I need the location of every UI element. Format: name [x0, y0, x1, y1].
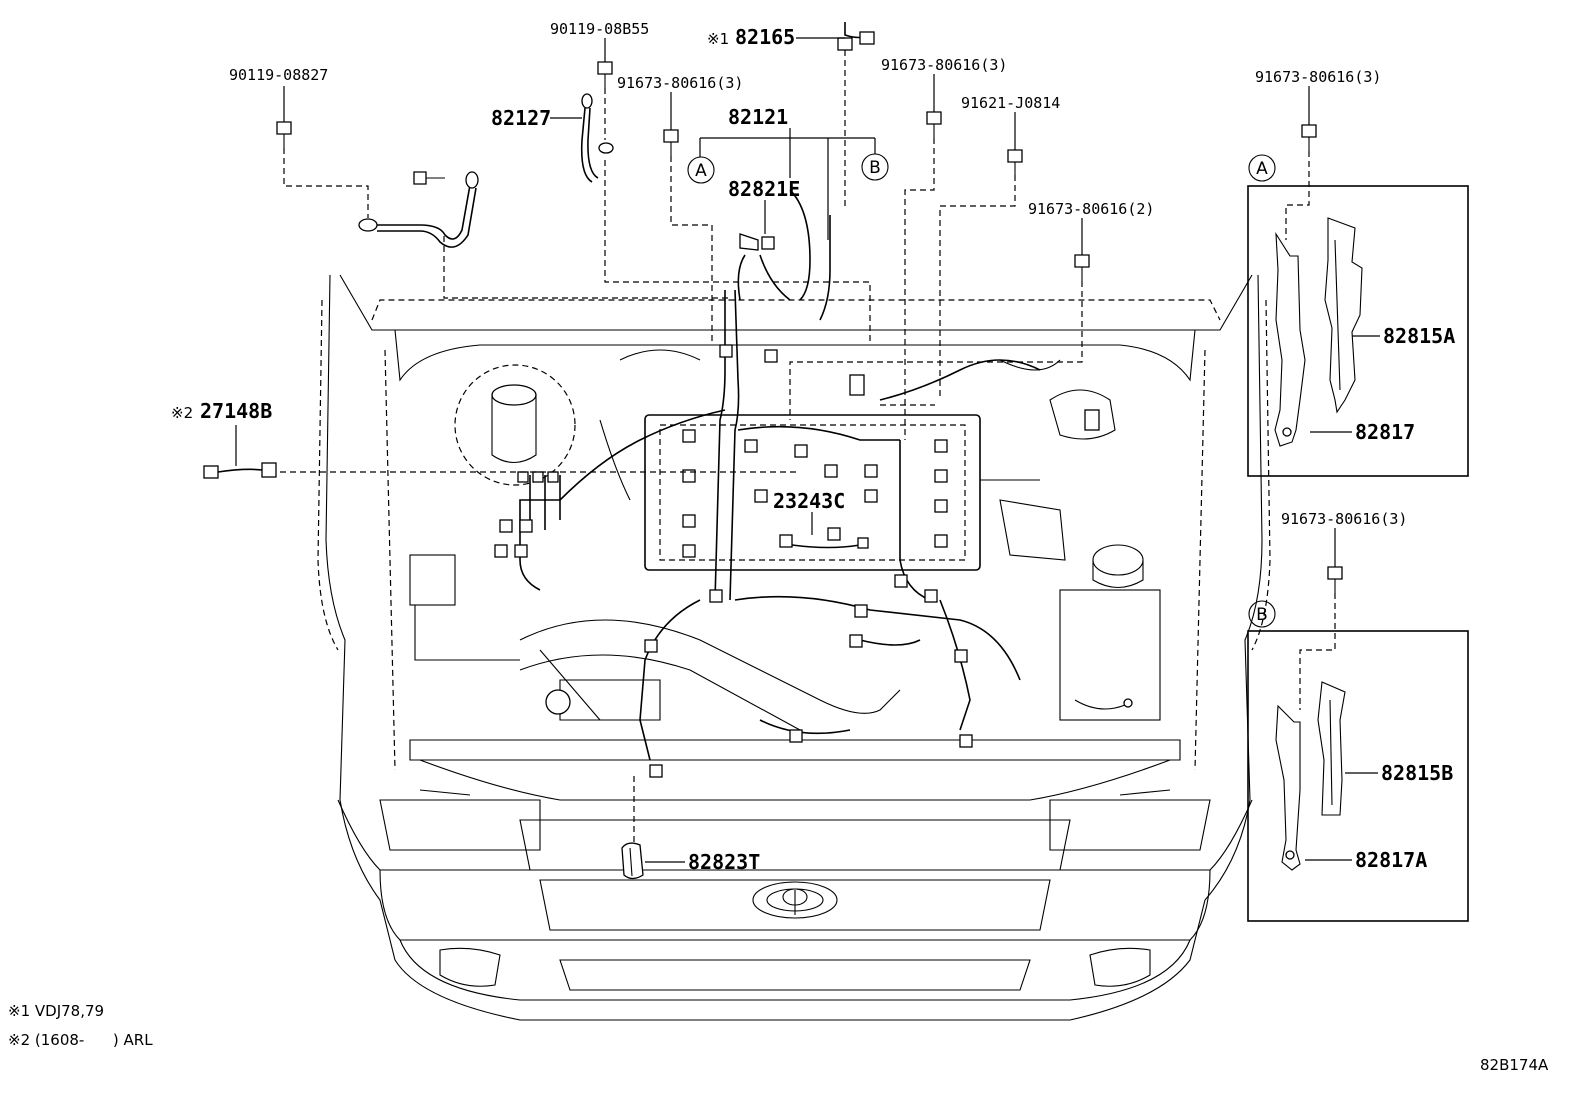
- bolt-icon-91673-A: [1301, 124, 1317, 151]
- dashed-reference-lines: [280, 50, 1336, 842]
- svg-text:A: A: [695, 161, 707, 181]
- figure-code: 82B174A: [1480, 1056, 1549, 1074]
- label-82821E: 82821E: [728, 177, 800, 201]
- connector-82821E-icon: [737, 233, 791, 301]
- bolt-icon-91673-2: [1074, 254, 1090, 281]
- label-82817A: 82817A: [1355, 848, 1427, 872]
- detail-marker-B-box: B: [1248, 600, 1276, 628]
- label-82815B: 82815B: [1381, 761, 1453, 785]
- label-90119-08B55: 90119-08B55: [550, 20, 649, 38]
- part-labels: 90119-08827 90119-08B55 82127 91673-8061…: [171, 20, 1455, 874]
- connector-82823T-icon: [621, 842, 644, 880]
- ground-wire-82127-icon: [580, 93, 614, 183]
- label-23243C: 23243C: [773, 489, 845, 513]
- detail-box-A: [1247, 185, 1469, 477]
- sensor-27148B-icon: [203, 462, 277, 479]
- footnote-2: ※2 (1608- ) ARL: [8, 1031, 153, 1049]
- wire-82165-icon: [837, 22, 875, 51]
- harness-connectors: [494, 344, 1100, 778]
- label-82127: 82127: [491, 106, 551, 130]
- engine-compartment: [409, 349, 1161, 731]
- vehicle-body-outline: [317, 274, 1271, 1021]
- label-82165: 82165: [735, 25, 795, 49]
- detail-box-B: [1247, 630, 1469, 922]
- main-harness-82121[interactable]: [519, 189, 1041, 761]
- bolt-icon-91673-B: [1327, 566, 1343, 593]
- label-91673-80616-3-B: 91673-80616(3): [1281, 510, 1407, 528]
- label-91673-80616-2: 91673-80616(2): [1028, 200, 1154, 218]
- label-27148B: 27148B: [200, 399, 272, 423]
- label-90119-08827: 90119-08827: [229, 66, 328, 84]
- ground-cable-icon: [358, 171, 479, 248]
- label-82817: 82817: [1355, 420, 1415, 444]
- label-note1-symbol: ※1: [707, 30, 729, 48]
- bolt-icon-91673-center: [926, 111, 942, 138]
- label-82823T: 82823T: [688, 850, 760, 874]
- footnote-1: ※1 VDJ78,79: [8, 1002, 104, 1020]
- bolt-icon-91621: [1007, 149, 1023, 175]
- footnotes: ※1 VDJ78,79 ※2 (1608- ) ARL 82B174A: [8, 1002, 1549, 1074]
- detail-marker-B-harness: B: [861, 153, 889, 181]
- label-91673-80616-3-A: 91673-80616(3): [1255, 68, 1381, 86]
- bolt-icon-90119-08827: [276, 121, 292, 148]
- label-91621-J0814: 91621-J0814: [961, 94, 1060, 112]
- svg-text:A: A: [1256, 159, 1268, 179]
- svg-text:B: B: [1256, 605, 1268, 625]
- detail-marker-A-box: A: [1248, 154, 1276, 182]
- label-91673-80616-3-left: 91673-80616(3): [617, 74, 743, 92]
- label-82815A: 82815A: [1383, 324, 1455, 348]
- bolt-icon-90119-08B55: [597, 61, 613, 88]
- wire-23243C-icon: [779, 527, 869, 549]
- label-note2-symbol: ※2: [171, 404, 193, 422]
- svg-text:B: B: [869, 158, 881, 178]
- detail-marker-A-harness: A: [687, 156, 715, 184]
- label-91673-80616-3-center: 91673-80616(3): [881, 56, 1007, 74]
- label-82121: 82121: [728, 105, 788, 129]
- bolt-icon-91673-left: [663, 129, 679, 156]
- leader-lines: [235, 37, 1380, 863]
